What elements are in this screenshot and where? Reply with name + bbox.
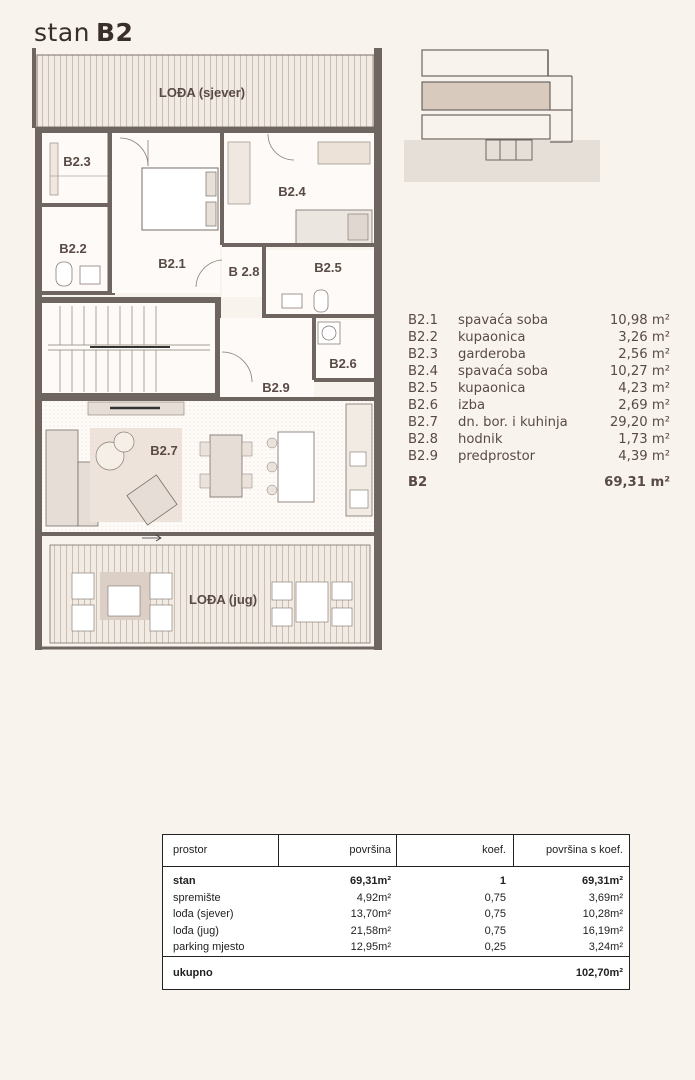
cell-area: 69,31m² <box>350 875 391 887</box>
cell-coef: 0,75 <box>484 891 506 904</box>
cell-area: 13,70m² <box>350 908 391 920</box>
room-total-row: B2 69,31 m² <box>408 474 670 491</box>
room-code: B2.5 <box>408 381 439 396</box>
room-area: 10,27 m² <box>609 364 670 379</box>
cell-name: lođa (sjever) <box>173 908 234 920</box>
area-table: prostor površina koef. površina s koef. … <box>162 834 630 990</box>
cell-name: spremište <box>173 891 221 904</box>
header-prostor: prostor <box>173 844 208 856</box>
room-area: 1,73 m² <box>618 432 670 447</box>
cell-coef: 1 <box>499 875 506 887</box>
room-name: hodnik <box>458 432 503 447</box>
cell-name: stan <box>173 875 196 887</box>
cell-weighted: 3,69m² <box>588 891 623 904</box>
label-b26: B2.6 <box>329 356 356 371</box>
header-povrsina: površina <box>349 844 391 856</box>
room-code: B2.9 <box>408 449 439 464</box>
total-value: 102,70m² <box>575 967 623 979</box>
total-row: ukupno 102,70m² <box>163 965 629 981</box>
room-row: B2.4 spavaća soba 10,27 m² <box>408 363 670 380</box>
room-code: B2.1 <box>408 313 439 328</box>
room-code: B2.8 <box>408 432 439 447</box>
header-koef: koef. <box>482 844 506 856</box>
table-row: lođa (sjever) 13,70m² 0,75 10,28m² <box>163 906 629 922</box>
room-name: dn. bor. i kuhinja <box>458 415 568 430</box>
label-loggia-north: LOĐA (sjever) <box>159 85 245 100</box>
room-row: B2.9 predprostor 4,39 m² <box>408 448 670 465</box>
room-code: B2.7 <box>408 415 439 430</box>
title-unit: B2 <box>96 18 134 47</box>
label-b22: B2.2 <box>59 241 86 256</box>
cell-area: 4,92m² <box>356 891 391 904</box>
room-area: 10,98 m² <box>609 313 670 328</box>
room-row: B2.2 kupaonica 3,26 m² <box>408 329 670 346</box>
header-povrsina-koef: površina s koef. <box>545 844 623 856</box>
table-row: lođa (jug) 21,58m² 0,75 16,19m² <box>163 923 629 939</box>
label-b21: B2.1 <box>158 256 185 271</box>
room-name: predprostor <box>458 449 536 464</box>
label-b23: B2.3 <box>63 154 90 169</box>
room-row: B2.5 kupaonica 4,23 m² <box>408 380 670 397</box>
room-area: 3,26 m² <box>618 330 670 345</box>
cell-weighted: 69,31m² <box>582 875 623 887</box>
section-diagram <box>404 49 600 182</box>
total-area: 69,31 m² <box>604 475 670 490</box>
room-area: 2,69 m² <box>618 398 670 413</box>
table-row: spremište 4,92m² 0,75 3,69m² <box>163 890 629 906</box>
room-code: B2.2 <box>408 330 439 345</box>
total-code: B2 <box>408 475 428 490</box>
room-area: 2,56 m² <box>618 347 670 362</box>
room-name: spavaća soba <box>458 313 549 328</box>
room-row: B2.3 garderoba 2,56 m² <box>408 346 670 363</box>
cell-area: 21,58m² <box>350 924 391 937</box>
table-row: parking mjesto 12,95m² 0,25 3,24m² <box>163 939 629 955</box>
room-code: B2.3 <box>408 347 439 362</box>
cell-coef: 0,75 <box>484 908 506 920</box>
label-b25: B2.5 <box>314 260 341 275</box>
room-row: B2.7 dn. bor. i kuhinja 29,20 m² <box>408 414 670 431</box>
label-b29: B2.9 <box>262 380 289 395</box>
cell-weighted: 10,28m² <box>582 908 623 920</box>
room-name: kupaonica <box>458 330 526 345</box>
label-b24: B2.4 <box>278 184 306 199</box>
room-name: garderoba <box>458 347 526 362</box>
cell-weighted: 3,24m² <box>588 941 623 953</box>
room-area: 4,23 m² <box>618 381 670 396</box>
label-loggia-south: LOĐA (jug) <box>189 592 257 607</box>
room-name: spavaća soba <box>458 364 549 379</box>
cell-name: parking mjesto <box>173 941 245 953</box>
room-row: B2.6 izba 2,69 m² <box>408 397 670 414</box>
cell-name: lođa (jug) <box>173 924 219 937</box>
room-list: B2.1 spavaća soba 10,98 m² B2.2 kupaonica 3,2… <box>408 312 670 491</box>
room-code: B2.4 <box>408 364 439 379</box>
room-area: 29,20 m² <box>609 415 670 430</box>
title-prefix: stan <box>34 18 90 47</box>
total-label: ukupno <box>173 967 213 979</box>
room-row: B2.1 spavaća soba 10,98 m² <box>408 312 670 329</box>
cell-coef: 0,75 <box>484 924 506 937</box>
cell-weighted: 16,19m² <box>582 924 623 937</box>
cell-area: 12,95m² <box>350 941 391 953</box>
label-b27: B2.7 <box>150 443 177 458</box>
room-name: izba <box>458 398 486 413</box>
table-row: stan 69,31m² 1 69,31m² <box>163 873 629 889</box>
room-name: kupaonica <box>458 381 526 396</box>
cell-coef: 0,25 <box>484 941 506 953</box>
label-b28: B 2.8 <box>228 264 259 279</box>
room-code: B2.6 <box>408 398 439 413</box>
room-row: B2.8 hodnik 1,73 m² <box>408 431 670 448</box>
room-area: 4,39 m² <box>618 449 670 464</box>
